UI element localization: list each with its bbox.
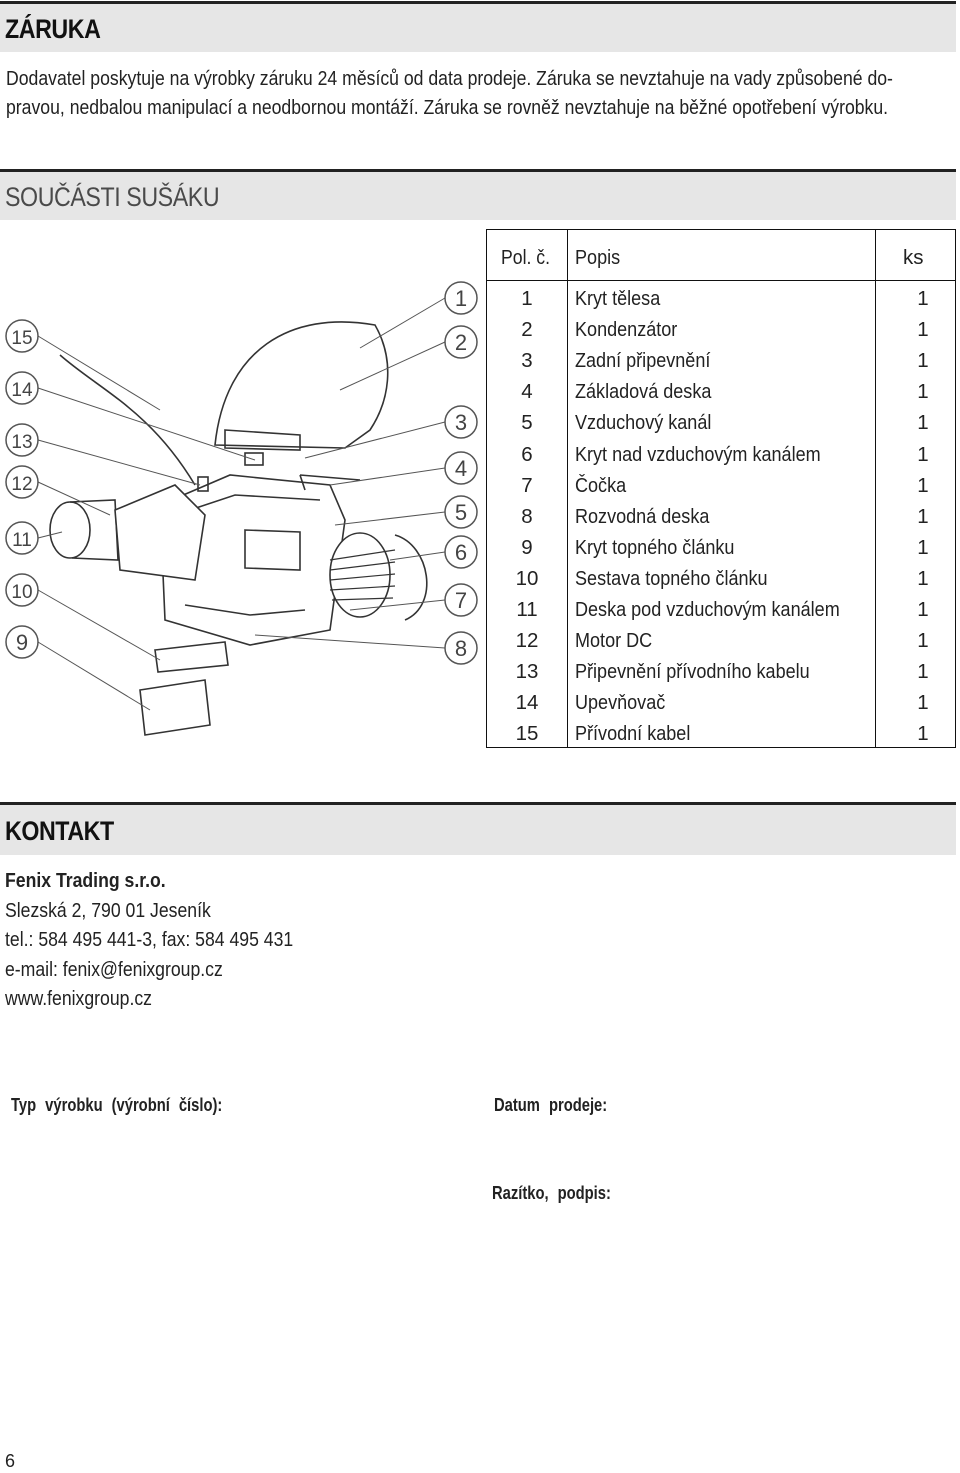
row-11-description: Deska pod vzduchovým kanálem: [575, 598, 840, 621]
callout-14: 14: [11, 380, 33, 401]
table-divider: [567, 230, 568, 747]
callout-10: 10: [11, 582, 32, 603]
contact-block: Fenix Trading s.r.o. Slezská 2, 790 01 J…: [5, 866, 293, 1014]
row-15-description: Přívodní kabel: [575, 722, 691, 746]
section-title-parts: SOUČÁSTI SUŠÁKU: [5, 182, 220, 212]
row-12-description: Motor DC: [575, 629, 653, 653]
stamp-signature-label: Razítko, podpis:: [492, 1183, 611, 1203]
section-header-contact: KONTAKT: [0, 802, 956, 855]
row-1-position: 1: [521, 287, 533, 310]
row-10-description: Sestava topného článku: [575, 566, 768, 590]
row-5-quantity: 1: [917, 411, 929, 435]
website: www.fenixgroup.cz: [5, 987, 152, 1010]
row-12-position: 12: [515, 629, 539, 653]
section-title-warranty: ZÁRUKA: [5, 14, 101, 44]
row-7-description: Čočka: [575, 473, 627, 497]
header-description: Popis: [575, 246, 621, 269]
row-10-quantity: 1: [917, 566, 929, 590]
callout-12: 12: [11, 474, 32, 495]
row-9-position: 9: [521, 535, 533, 559]
callout-1: 1: [455, 286, 467, 311]
row-4-position: 4: [521, 380, 533, 404]
warranty-line-2: pravou, nedbalou manipulací a neodbornou…: [6, 96, 889, 119]
row-5-position: 5: [521, 411, 533, 435]
row-11-quantity: 1: [917, 598, 929, 621]
row-3-position: 3: [521, 349, 533, 373]
row-6-description: Kryt nad vzduchovým kanálem: [575, 442, 821, 466]
row-13-description: Připevnění přívodního kabelu: [575, 660, 810, 684]
callout-3: 3: [455, 410, 467, 435]
section-header-warranty: ZÁRUKA: [0, 1, 956, 52]
callout-13: 13: [11, 432, 32, 453]
row-11-position: 11: [516, 598, 538, 621]
table-divider: [875, 230, 876, 747]
warranty-paragraph: Dodavatel poskytuje na výrobky záruku 24…: [6, 64, 893, 122]
row-9-description: Kryt topného článku: [575, 535, 735, 559]
page-number: 6: [5, 1451, 16, 1471]
row-14-description: Upevňovač: [575, 691, 666, 715]
row-15-quantity: 1: [917, 722, 929, 746]
section-header-parts: SOUČÁSTI SUŠÁKU: [0, 169, 956, 220]
row-4-quantity: 1: [917, 380, 929, 404]
row-14-position: 14: [515, 691, 539, 715]
callout-9: 9: [16, 630, 28, 655]
row-13-position: 13: [515, 660, 539, 684]
row-15-position: 15: [515, 722, 539, 746]
table-header-divider: [487, 280, 955, 281]
row-4-description: Základová deska: [575, 380, 712, 404]
header-position: Pol. č.: [501, 246, 550, 269]
row-6-quantity: 1: [917, 442, 929, 466]
row-1-quantity: 1: [917, 287, 929, 310]
address: Slezská 2, 790 01 Jeseník: [5, 898, 211, 922]
warranty-line-1: Dodavatel poskytuje na výrobky záruku 24…: [6, 67, 893, 90]
row-9-quantity: 1: [917, 535, 929, 559]
product-type-label: Typ výrobku (výrobní číslo):: [11, 1095, 223, 1115]
callout-7: 7: [455, 588, 467, 613]
row-7-quantity: 1: [917, 473, 929, 497]
company-name: Fenix Trading s.r.o.: [5, 869, 166, 892]
callout-15: 15: [11, 328, 32, 349]
row-8-quantity: 1: [917, 504, 929, 528]
row-8-position: 8: [521, 504, 533, 528]
callout-11: 11: [12, 530, 32, 551]
exploded-diagram: 1 2 3 4 5 6 7 8 9 10 11 12 13 14 15: [5, 281, 478, 736]
row-2-quantity: 1: [917, 318, 929, 342]
email: e-mail: fenix@fenixgroup.cz: [5, 957, 223, 981]
row-5-description: Vzduchový kanál: [575, 411, 712, 435]
row-7-position: 7: [521, 473, 533, 497]
sale-date-label: Datum prodeje:: [494, 1095, 608, 1115]
row-12-quantity: 1: [917, 629, 929, 653]
row-1-description: Kryt tělesa: [575, 287, 661, 310]
row-10-position: 10: [515, 566, 539, 590]
phone: tel.: 584 495 441-3, fax: 584 495 431: [5, 928, 294, 951]
row-8-description: Rozvodná deska: [575, 504, 710, 528]
callout-8: 8: [455, 636, 467, 661]
row-2-position: 2: [521, 318, 533, 342]
row-14-quantity: 1: [917, 691, 929, 715]
row-3-description: Zadní připevnění: [575, 349, 711, 373]
row-6-position: 6: [521, 442, 533, 466]
section-title-contact: KONTAKT: [5, 816, 114, 846]
header-quantity: ks: [903, 246, 924, 269]
callout-5: 5: [455, 500, 467, 525]
callout-2: 2: [455, 330, 467, 355]
row-13-quantity: 1: [917, 660, 929, 684]
row-3-quantity: 1: [917, 349, 929, 373]
row-2-description: Kondenzátor: [575, 318, 678, 342]
callout-4: 4: [455, 456, 467, 481]
callout-6: 6: [455, 540, 467, 565]
